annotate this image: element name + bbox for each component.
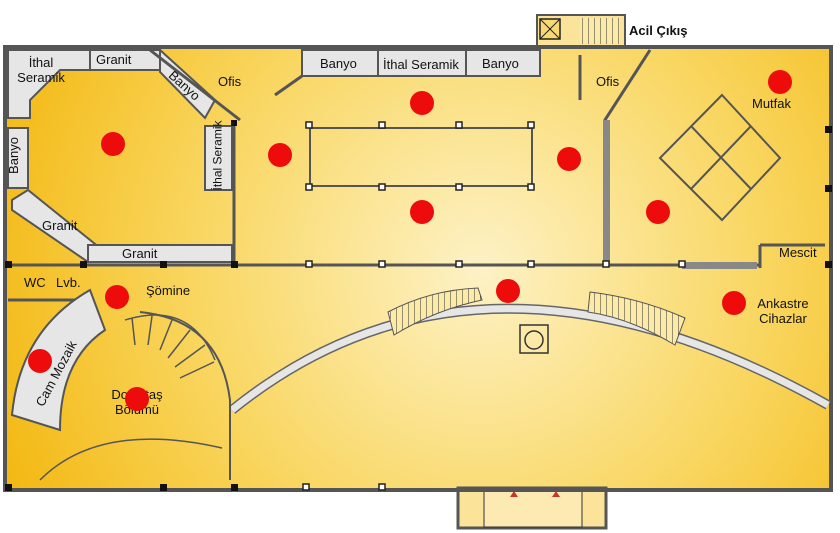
granit-bottom-label: Granit bbox=[122, 246, 158, 261]
ithal-seramik-top-label: İthal Seramik bbox=[383, 57, 459, 72]
somine-label: Şömine bbox=[146, 283, 191, 298]
ithal-seramik-left-label: İthal Seramik bbox=[17, 55, 65, 85]
ofis-left-label: Ofis bbox=[218, 74, 242, 89]
black-columns bbox=[5, 120, 832, 491]
room-ithal-seramik-top bbox=[377, 49, 467, 77]
wc-label: WC bbox=[24, 275, 46, 290]
room-granit-bottom bbox=[87, 244, 233, 263]
room-banyo-top-right bbox=[465, 49, 541, 77]
entrance-door-frame bbox=[483, 490, 583, 528]
room-ithal-seramik-vertical bbox=[204, 125, 233, 191]
granit-diag-label: Granit bbox=[42, 218, 78, 233]
ankastre-label: Ankastre Cihazlar bbox=[757, 296, 809, 326]
spiral-stair bbox=[39, 314, 223, 481]
emergency-stair-steps bbox=[580, 18, 620, 44]
room-banyo-top-left bbox=[301, 49, 379, 77]
hotspot-left-room[interactable] bbox=[101, 132, 125, 156]
hotspot-center-bottom[interactable] bbox=[410, 200, 434, 224]
outer-wall bbox=[3, 45, 833, 492]
kitchen-island bbox=[658, 93, 782, 222]
mescit-label: Mescit bbox=[779, 245, 817, 260]
pillar-wall-bottom bbox=[682, 262, 757, 269]
room-banyo-left bbox=[7, 127, 29, 189]
arrow-up-icon bbox=[510, 491, 518, 497]
pillar-wall bbox=[603, 120, 610, 265]
lvb-label: Lvb. bbox=[56, 275, 81, 290]
granit-top-label: Granit bbox=[96, 52, 132, 67]
ithal-seramik-vertical-label: İthal Seramik bbox=[210, 120, 225, 191]
column-markers bbox=[302, 121, 686, 491]
display-stairs-right bbox=[587, 291, 686, 346]
hotspot-ankastre[interactable] bbox=[722, 291, 746, 315]
banyo-top-right-label: Banyo bbox=[482, 56, 519, 71]
hotspot-kitchen[interactable] bbox=[646, 200, 670, 224]
hotspot-dogaltas[interactable] bbox=[125, 387, 149, 411]
emergency-exit-label: Acil Çıkış bbox=[629, 23, 688, 38]
hotspot-top-center[interactable] bbox=[410, 91, 434, 115]
banyo-top-left-label: Banyo bbox=[320, 56, 357, 71]
hotspot-center-right[interactable] bbox=[557, 147, 581, 171]
hotspot-display[interactable] bbox=[496, 279, 520, 303]
banyo-left-label: Banyo bbox=[5, 137, 21, 174]
hotspot-cam-mozaik[interactable] bbox=[28, 349, 52, 373]
central-podium bbox=[519, 324, 549, 354]
ofis-right-label: Ofis bbox=[596, 74, 620, 89]
mutfak-label: Mutfak bbox=[752, 96, 792, 111]
hotspot-somine[interactable] bbox=[105, 285, 129, 309]
display-stairs-left bbox=[387, 287, 483, 336]
cam-mozaik-wall bbox=[10, 288, 107, 432]
hotspot-ofis-area[interactable] bbox=[268, 143, 292, 167]
hotspot-mutfak[interactable] bbox=[768, 70, 792, 94]
central-counter bbox=[309, 127, 533, 187]
arrow-up-icon bbox=[552, 491, 560, 497]
